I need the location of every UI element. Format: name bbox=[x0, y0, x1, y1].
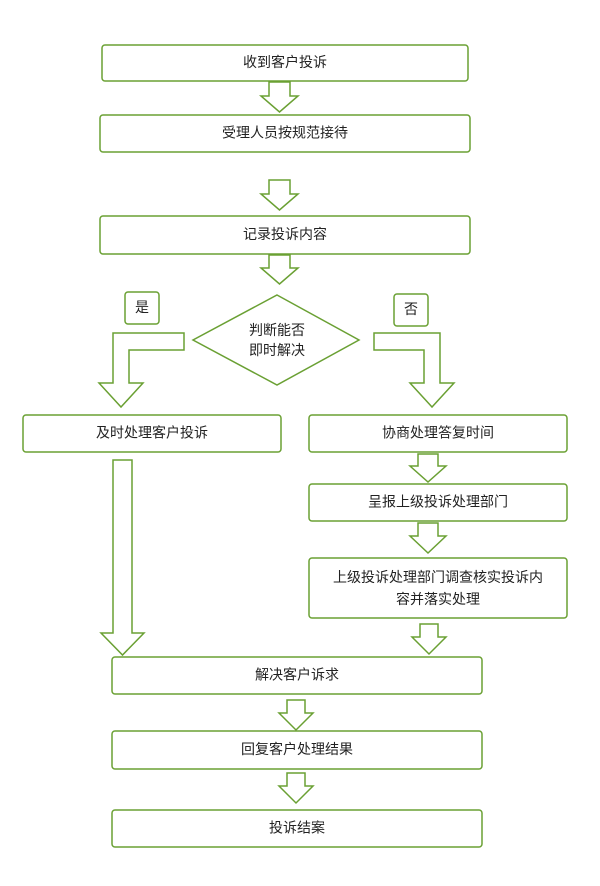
arrow-reception-to-record bbox=[258, 179, 301, 211]
node-close: 投诉结案 bbox=[111, 809, 483, 848]
node-investigate-label-line1: 上级投诉处理部门调查核实投诉内 bbox=[333, 570, 543, 586]
node-record: 记录投诉内容 bbox=[99, 215, 471, 255]
node-record-label: 记录投诉内容 bbox=[243, 226, 327, 243]
node-reception: 受理人员按规范接待 bbox=[99, 114, 471, 153]
node-report: 呈报上级投诉处理部门 bbox=[308, 483, 568, 522]
node-receive-label: 收到客户投诉 bbox=[243, 54, 327, 71]
node-no-label: 否 bbox=[404, 302, 418, 318]
node-reception-label: 受理人员按规范接待 bbox=[222, 125, 348, 142]
node-no: 否 bbox=[393, 293, 429, 327]
arrow-negotiate-to-report bbox=[408, 453, 448, 484]
node-negotiate: 协商处理答复时间 bbox=[308, 414, 568, 453]
node-immediate-label: 及时处理客户投诉 bbox=[96, 425, 208, 442]
node-receive: 收到客户投诉 bbox=[101, 44, 469, 82]
node-reply: 回复客户处理结果 bbox=[111, 730, 483, 770]
arrow-report-to-investigate bbox=[408, 522, 448, 555]
node-investigate: 上级投诉处理部门调查核实投诉内 容并落实处理 bbox=[308, 557, 568, 619]
node-resolve: 解决客户诉求 bbox=[111, 656, 483, 695]
arrow-investigate-to-resolve bbox=[410, 623, 448, 656]
node-resolve-label: 解决客户诉求 bbox=[255, 667, 339, 684]
node-yes-label: 是 bbox=[135, 300, 149, 316]
node-decision: 判断能否 即时解决 bbox=[191, 294, 361, 386]
arrow-receive-to-reception bbox=[258, 81, 301, 113]
arrow-resolve-to-reply bbox=[277, 699, 315, 732]
node-decision-label-line2: 即时解决 bbox=[249, 343, 305, 359]
arrow-yes-branch bbox=[97, 332, 185, 409]
arrow-immediate-to-resolve bbox=[99, 459, 146, 657]
arrow-record-to-decision bbox=[258, 254, 301, 285]
node-negotiate-label: 协商处理答复时间 bbox=[382, 425, 494, 442]
node-decision-label-line1: 判断能否 bbox=[249, 323, 305, 339]
node-reply-label: 回复客户处理结果 bbox=[241, 741, 353, 758]
arrow-no-branch bbox=[373, 332, 456, 409]
node-investigate-label-line2: 容并落实处理 bbox=[396, 591, 480, 608]
node-yes: 是 bbox=[124, 291, 160, 325]
node-close-label: 投诉结案 bbox=[269, 820, 325, 837]
arrow-reply-to-close bbox=[277, 772, 315, 805]
node-report-label: 呈报上级投诉处理部门 bbox=[368, 495, 508, 511]
node-immediate: 及时处理客户投诉 bbox=[22, 414, 282, 453]
